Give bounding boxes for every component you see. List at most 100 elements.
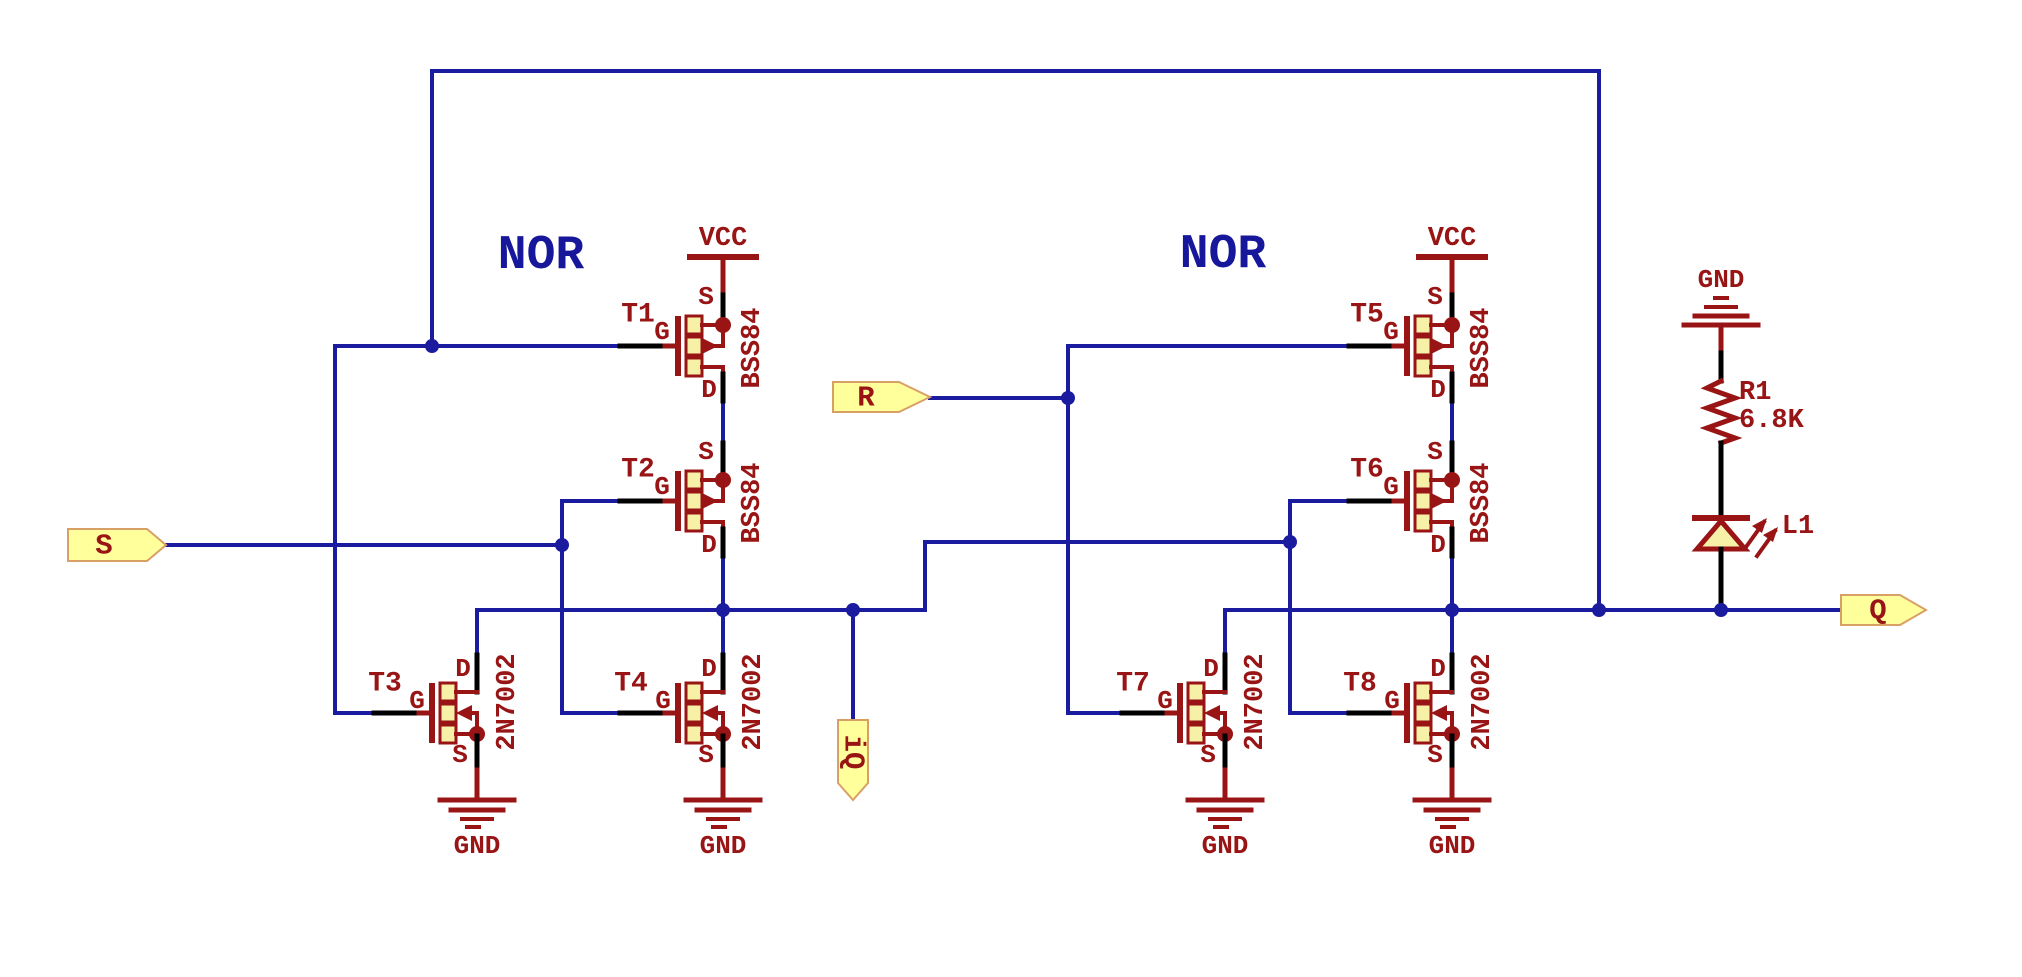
gnd-label: GND — [700, 831, 747, 861]
channel-segment — [684, 356, 704, 378]
l1-ref-label: L1 — [1782, 512, 1814, 542]
led-l1[interactable]: L1 — [1691, 512, 1814, 607]
flag-label-r: R — [857, 382, 875, 415]
gnd-label: GND — [1202, 831, 1249, 861]
t3-ref-label: T3 — [368, 669, 402, 700]
gate-bar — [1404, 471, 1410, 531]
drain-stub — [700, 365, 725, 376]
source-pin-label: S — [1200, 740, 1216, 770]
vcc-label: VCC — [699, 224, 748, 254]
source-body-dot — [715, 472, 731, 488]
t4-part-label: 2N7002 — [739, 653, 769, 750]
channel-segment — [438, 702, 458, 724]
gate-pin-label: G — [1383, 317, 1399, 347]
gnd-symbol-top[interactable]: GND — [1681, 265, 1761, 356]
t1-ref-label: T1 — [621, 300, 655, 331]
channel-segment — [1186, 702, 1206, 724]
vcc-label: VCC — [1428, 224, 1477, 254]
flag-label-iq: iQ — [837, 735, 870, 770]
t2-part-label: BSS84 — [738, 462, 768, 543]
channel-segment — [1413, 335, 1433, 357]
gate-bar — [675, 471, 681, 531]
gate-bar — [1404, 683, 1410, 743]
junction-dots — [425, 339, 1728, 617]
drain-pin-label: D — [455, 654, 471, 684]
t5-ref-label: T5 — [1350, 300, 1384, 331]
net-flag-r[interactable]: R — [832, 381, 933, 415]
net-flag-q[interactable]: Q — [1840, 594, 1929, 628]
nor-gate-label-2: NOR — [1180, 228, 1267, 282]
drain-pin-label: D — [1430, 654, 1446, 684]
junction-dot — [1592, 603, 1606, 617]
t8-part-label: 2N7002 — [1468, 653, 1498, 750]
channel-segment — [1186, 681, 1206, 703]
resistor-zigzag — [1699, 377, 1743, 447]
t5-part-label: BSS84 — [1467, 307, 1497, 388]
gnd-label: GND — [1698, 265, 1745, 295]
gate-bar — [1404, 316, 1410, 376]
wire-feedback-top — [430, 69, 1601, 612]
r1-value-label: 6.8K — [1739, 406, 1805, 436]
resistor-r1[interactable]: R16.8K — [1699, 350, 1805, 521]
source-body-dot — [1444, 317, 1460, 333]
drain-pin-label: D — [1430, 530, 1446, 560]
gate-bar — [675, 683, 681, 743]
gate-pin-label: G — [1383, 472, 1399, 502]
channel-segment — [684, 702, 704, 724]
t7-ref-label: T7 — [1116, 669, 1150, 700]
body-arrow — [456, 705, 472, 721]
junction-dot — [716, 603, 730, 617]
drain-pin-label: D — [1430, 375, 1446, 405]
gate-pin-label: G — [654, 472, 670, 502]
r1-ref-label: R1 — [1739, 378, 1771, 408]
flag-label-q: Q — [1869, 595, 1886, 628]
flag-shape — [832, 381, 933, 413]
t6-part-label: BSS84 — [1467, 462, 1497, 543]
channel-segment — [1413, 356, 1433, 378]
gate-pin-label: G — [655, 686, 671, 716]
channel-segment — [684, 469, 704, 491]
body-arrow — [702, 338, 718, 354]
junction-dot — [1714, 603, 1728, 617]
body-arrow — [1204, 705, 1220, 721]
body-arrow — [702, 705, 718, 721]
source-body-dot — [715, 317, 731, 333]
source-pin-label: S — [698, 437, 714, 467]
flag-shape — [837, 719, 869, 802]
led-arrowhead-1 — [1752, 518, 1767, 533]
drain-stub — [700, 520, 725, 531]
channel-segment — [684, 511, 704, 533]
body-arrow — [702, 493, 718, 509]
source-pin-label: S — [698, 740, 714, 770]
channel-segment — [1413, 314, 1433, 336]
drain-stub — [1429, 365, 1454, 376]
wire-feedback-left — [333, 344, 376, 715]
channel-segment — [1413, 511, 1433, 533]
gnd-label: GND — [454, 831, 501, 861]
net-flag-s[interactable]: S — [67, 528, 168, 563]
t1-part-label: BSS84 — [738, 307, 768, 388]
led-arrowhead-2 — [1763, 527, 1778, 542]
wire-cross-couple — [923, 540, 1292, 612]
channel-segment — [684, 681, 704, 703]
flag-label-s: S — [95, 530, 112, 563]
nor-gate-label-1: NOR — [498, 229, 585, 283]
wire-r-branch — [1066, 344, 1351, 715]
junction-dot — [1061, 391, 1075, 405]
junction-dot — [1445, 603, 1459, 617]
drain-stub — [1429, 520, 1454, 531]
gate-bar — [429, 683, 435, 743]
flag-shape — [67, 528, 168, 562]
wires — [164, 69, 1843, 722]
t2-ref-label: T2 — [621, 455, 655, 486]
net-flag-iq[interactable]: iQ — [837, 719, 870, 802]
